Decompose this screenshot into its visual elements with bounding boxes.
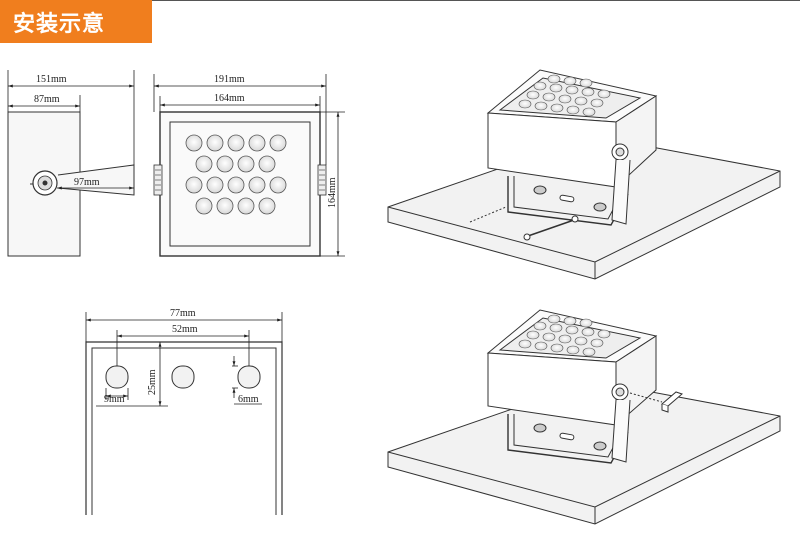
side-view — [7, 111, 135, 257]
side-dimensions — [7, 70, 135, 190]
dim-bracket-width: 77mm — [170, 308, 196, 319]
dim-front-inner-width: 164mm — [214, 93, 245, 104]
isometric-install-hexkey — [387, 309, 781, 525]
dim-side-inner-width: 87mm — [34, 94, 60, 105]
dim-side-arm-length: 97mm — [74, 177, 100, 188]
dim-front-total-width: 191mm — [214, 74, 245, 85]
header-rule — [152, 0, 800, 1]
page-title: 安装示意 — [13, 12, 106, 37]
header-bar: 安装示意 — [0, 0, 152, 43]
front-led-array — [185, 134, 287, 215]
dim-bracket-height: 25mm — [147, 369, 158, 395]
front-dimensions — [153, 74, 345, 257]
bracket-dimensions — [85, 312, 283, 407]
isometric-led-array-2 — [518, 314, 611, 357]
dim-bracket-slot-height: 6mm — [238, 394, 259, 405]
wrench-icon — [469, 206, 507, 223]
wrench-icon — [527, 219, 575, 237]
dim-side-total-width: 151mm — [36, 74, 67, 85]
dim-bracket-hole-span: 52mm — [172, 324, 198, 335]
isometric-led-array-1 — [518, 74, 611, 117]
dim-bracket-slot-width: 9mm — [104, 394, 125, 405]
bracket-detail — [85, 341, 283, 515]
isometric-install-wrench — [387, 69, 781, 280]
dim-front-height: 164mm — [327, 177, 338, 208]
